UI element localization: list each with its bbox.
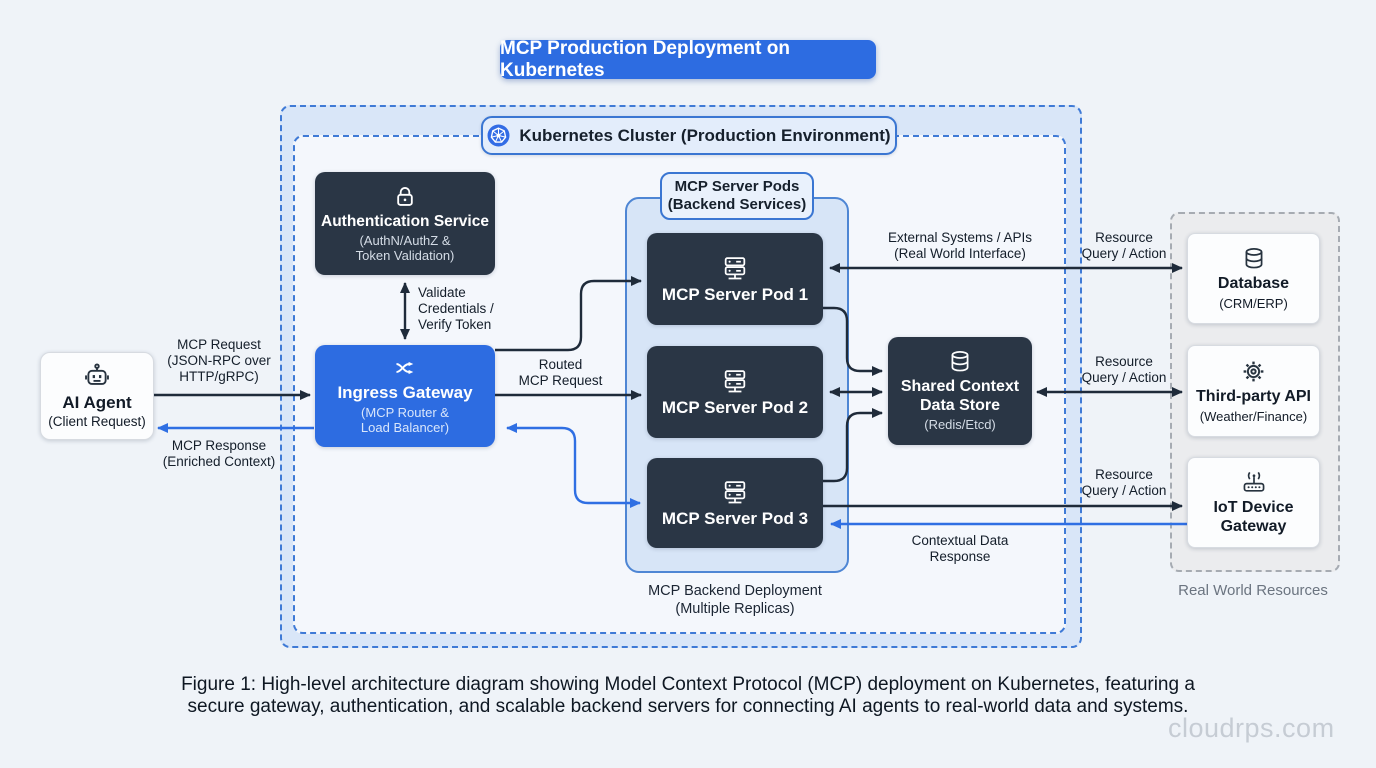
figure-caption: Figure 1: High-level architecture diagra… [181,674,1195,717]
pods-group-label: MCP Server Pods (Backend Services) [660,172,814,220]
auth-service-node: Authentication Service (AuthN/AuthZ & To… [315,172,495,275]
kubernetes-cluster-label: Kubernetes Cluster (Production Environme… [481,116,897,155]
watermark: cloudrps.com [1168,713,1335,743]
ai-agent-node: AI Agent (Client Request) [40,352,154,440]
server-icon [721,478,749,506]
server-icon [721,254,749,282]
resource-node-database: Database (CRM/ERP) [1187,233,1320,324]
edge-label-mcp-request: MCP Request (JSON-RPC over HTTP/gRPC) [167,337,271,385]
server-icon [721,367,749,395]
shared-store-subtitle: (Redis/Etcd) [924,417,996,433]
gear-icon [1240,358,1267,385]
banner-title: MCP Production Deployment on Kubernetes [500,38,876,81]
auth-service-subtitle: (AuthN/AuthZ & Token Validation) [355,232,455,263]
pod-label: MCP Server Pod 2 [661,397,809,417]
resource-subtitle: (CRM/ERP) [1219,295,1288,311]
resource-title: Third-party API [1196,388,1311,406]
ai-agent-title: AI Agent [62,392,132,412]
edge-label-validate: Validate Credentials / Verify Token [418,285,494,333]
edge-label-resource-query-3: Resource Query / Action [1081,467,1167,499]
database-icon [947,349,973,375]
pod-label: MCP Server Pod 1 [661,284,809,304]
edge-label-mcp-response: MCP Response (Enriched Context) [162,438,276,470]
resources-group-label: Real World Resources [1178,582,1328,599]
robot-icon [83,362,111,390]
database-icon [1241,246,1267,272]
ingress-gateway-node: Ingress Gateway (MCP Router & Load Balan… [315,345,495,447]
shared-store-node: Shared Context Data Store (Redis/Etcd) [888,337,1032,445]
resource-node-api: Third-party API (Weather/Finance) [1187,345,1320,437]
auth-service-title: Authentication Service [321,212,489,230]
pods-group-footer: MCP Backend Deployment (Multiple Replica… [648,583,822,618]
ai-agent-subtitle: (Client Request) [48,414,146,430]
kubernetes-cluster-label-text: Kubernetes Cluster (Production Environme… [519,125,891,145]
resource-node-iot: IoT Device Gateway [1187,457,1320,548]
ingress-gateway-title: Ingress Gateway [337,383,473,403]
edge-label-external-systems: External Systems / APIs (Real World Inte… [887,230,1033,262]
edge-label-resource-query-1: Resource Query / Action [1081,230,1167,262]
ingress-gateway-subtitle: (MCP Router & Load Balancer) [360,404,450,436]
resource-title: IoT Device Gateway [1213,499,1294,535]
iot-router-icon [1239,469,1269,496]
pod-node-2: MCP Server Pod 2 [647,346,823,438]
kubernetes-icon [487,124,510,147]
resource-subtitle: (Weather/Finance) [1199,408,1308,424]
pod-node-1: MCP Server Pod 1 [647,233,823,325]
resource-title: Database [1217,275,1290,293]
lock-icon [392,184,418,210]
shared-store-title: Shared Context Data Store [900,378,1020,414]
shuffle-icon [390,356,420,380]
pod-node-3: MCP Server Pod 3 [647,458,823,548]
edge-label-routed: Routed MCP Request [518,357,603,389]
pod-label: MCP Server Pod 3 [661,508,809,528]
edge-label-contextual: Contextual Data Response [911,533,1009,565]
edge-label-resource-query-2: Resource Query / Action [1081,354,1167,386]
